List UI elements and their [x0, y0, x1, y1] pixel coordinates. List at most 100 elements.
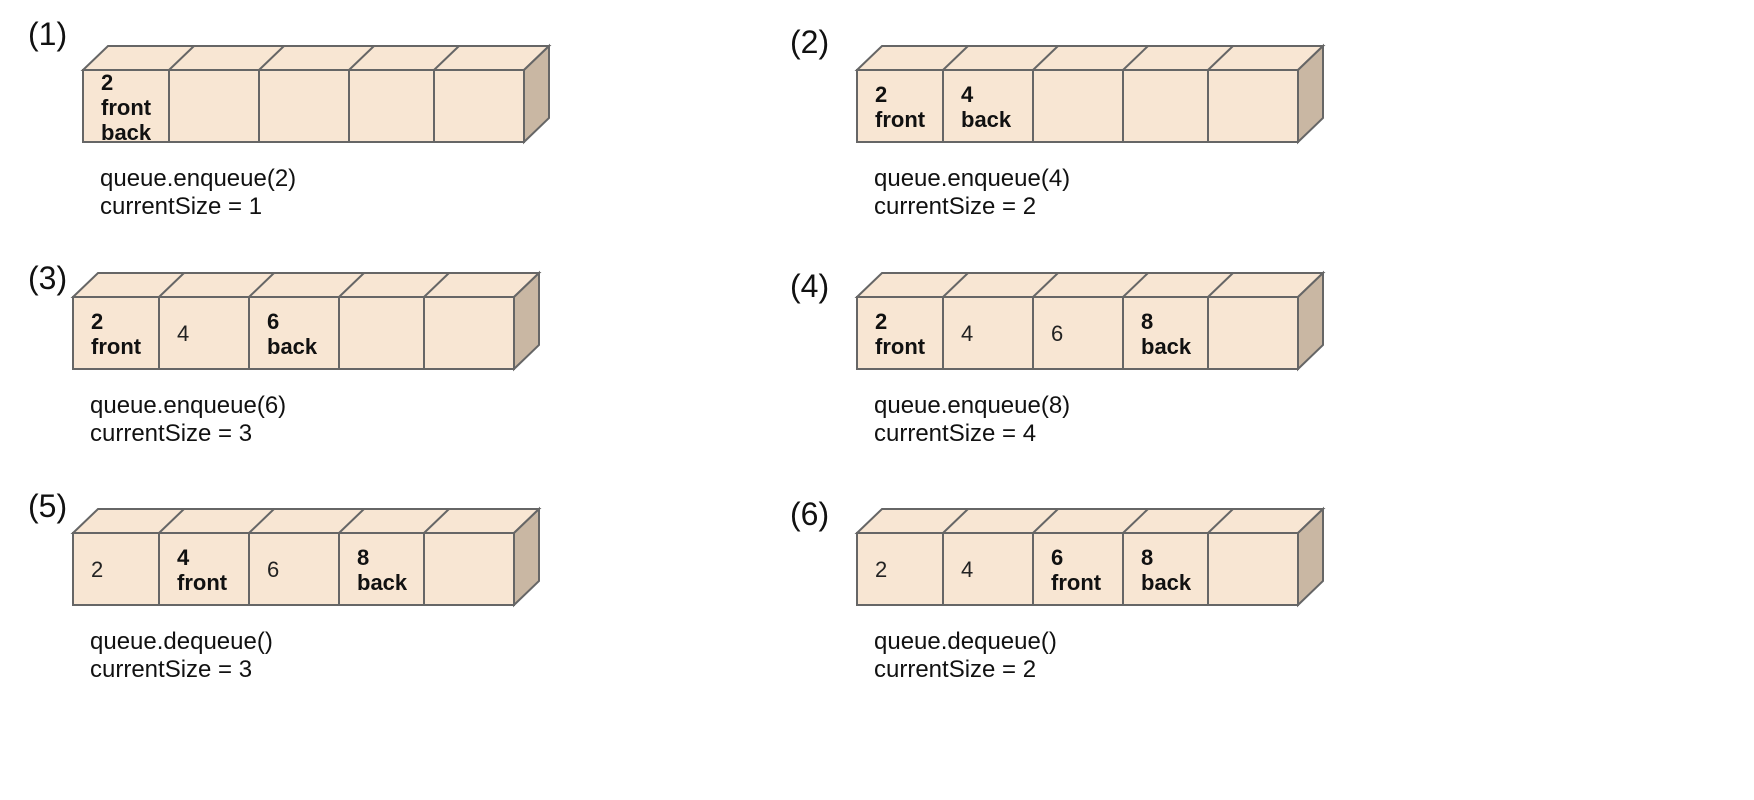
top-cell-divider: [423, 508, 450, 534]
queue-cell-1-text-1: 2: [875, 309, 887, 334]
queue-cell-2-text-2: front: [177, 570, 228, 595]
step-label: (5): [28, 488, 68, 524]
step-label: (2): [790, 24, 830, 60]
queue-cell-2-text-1: 4: [177, 545, 190, 570]
current-size-label: currentSize = 4: [874, 420, 1037, 447]
queue-top-face: [70, 272, 542, 298]
queue-cell-1-text-1: 2: [101, 70, 113, 95]
top-cell-divider: [423, 272, 450, 298]
top-cell-divider: [942, 272, 969, 298]
queue-cell-2-text-2: back: [961, 107, 1012, 132]
queue-cell-3-text-2: front: [1051, 570, 1102, 595]
step-label: (1): [28, 16, 68, 52]
top-cell-divider: [1122, 508, 1149, 534]
queue-cell-2: 4: [158, 272, 189, 369]
queue-cell-4: [338, 272, 365, 369]
top-cell-divider: [248, 508, 275, 534]
top-cell-divider: [1122, 272, 1149, 298]
top-cell-divider: [248, 272, 275, 298]
queue-cell-1-text-3: back: [101, 120, 152, 145]
top-cell-divider: [1032, 272, 1059, 298]
top-cell-divider: [1207, 272, 1234, 298]
current-size-label: currentSize = 2: [874, 193, 1037, 220]
queue-cell-2: [168, 45, 195, 142]
queue-cell-2-text-1: 4: [177, 321, 189, 346]
queue-cell-2-text-1: 4: [961, 557, 973, 582]
top-cell-divider: [338, 508, 365, 534]
operation-label: queue.enqueue(4): [874, 165, 1071, 192]
queue-top-face: [80, 45, 552, 71]
top-cell-divider: [942, 508, 969, 534]
operation-label: queue.enqueue(2): [100, 165, 297, 192]
queue-front-face: [856, 69, 1299, 143]
queue-cell-1-text-2: front: [91, 334, 142, 359]
queue-cell-1-text-2: front: [101, 95, 152, 120]
queue-top-face: [854, 45, 1326, 71]
queue-cell-5: [1207, 45, 1234, 142]
queue-cell-1: 2: [91, 557, 103, 582]
queue-cell-2: 4: [942, 508, 973, 605]
operation-label: queue.dequeue(): [90, 628, 273, 655]
queue-cell-5: [433, 45, 460, 142]
current-size-label: currentSize = 3: [90, 656, 253, 683]
top-cell-divider: [1207, 508, 1234, 534]
top-cell-divider: [942, 45, 969, 71]
queue-cell-4: [348, 45, 375, 142]
top-cell-divider: [433, 45, 460, 71]
top-cell-divider: [1032, 508, 1059, 534]
queue-top-face: [854, 508, 1326, 534]
top-cell-divider: [338, 272, 365, 298]
queue-cell-4-text-2: back: [1141, 334, 1192, 359]
queue-cell-1-text-2: front: [875, 107, 926, 132]
queue-cell-4-text-2: back: [1141, 570, 1192, 595]
queue-front-face: [856, 296, 1299, 370]
top-cell-divider: [1032, 45, 1059, 71]
queue-cell-2: 4: [942, 272, 973, 369]
queue-cell-4-text-1: 8: [357, 545, 369, 570]
queue-cell-1: 2: [875, 557, 887, 582]
queue-cell-5: [423, 272, 450, 369]
top-cell-divider: [158, 272, 185, 298]
queue-cell-3-text-1: 6: [267, 557, 279, 582]
queue-cell-4: [1122, 45, 1149, 142]
queue-front-face: [72, 532, 515, 606]
step-label: (3): [28, 260, 68, 296]
queue-cell-3-text-2: back: [267, 334, 318, 359]
queue-cell-3-text-1: 6: [1051, 545, 1063, 570]
top-cell-divider: [258, 45, 285, 71]
queue-cell-3-text-1: 6: [1051, 321, 1063, 346]
queue-cell-5: [1207, 508, 1234, 605]
queue-cell-3: 6: [1032, 272, 1063, 369]
queue-cell-2-text-1: 4: [961, 321, 973, 346]
top-cell-divider: [1122, 45, 1149, 71]
top-cell-divider: [168, 45, 195, 71]
queue-cell-1-text-1: 2: [91, 557, 103, 582]
top-cell-divider: [1207, 45, 1234, 71]
queue-cell-5: [423, 508, 450, 605]
queue-front-face: [72, 296, 515, 370]
step-label: (4): [790, 268, 830, 304]
queue-cell-4-text-2: back: [357, 570, 408, 595]
queue-front-face: [82, 69, 525, 143]
top-cell-divider: [158, 508, 185, 534]
queue-front-face: [856, 532, 1299, 606]
